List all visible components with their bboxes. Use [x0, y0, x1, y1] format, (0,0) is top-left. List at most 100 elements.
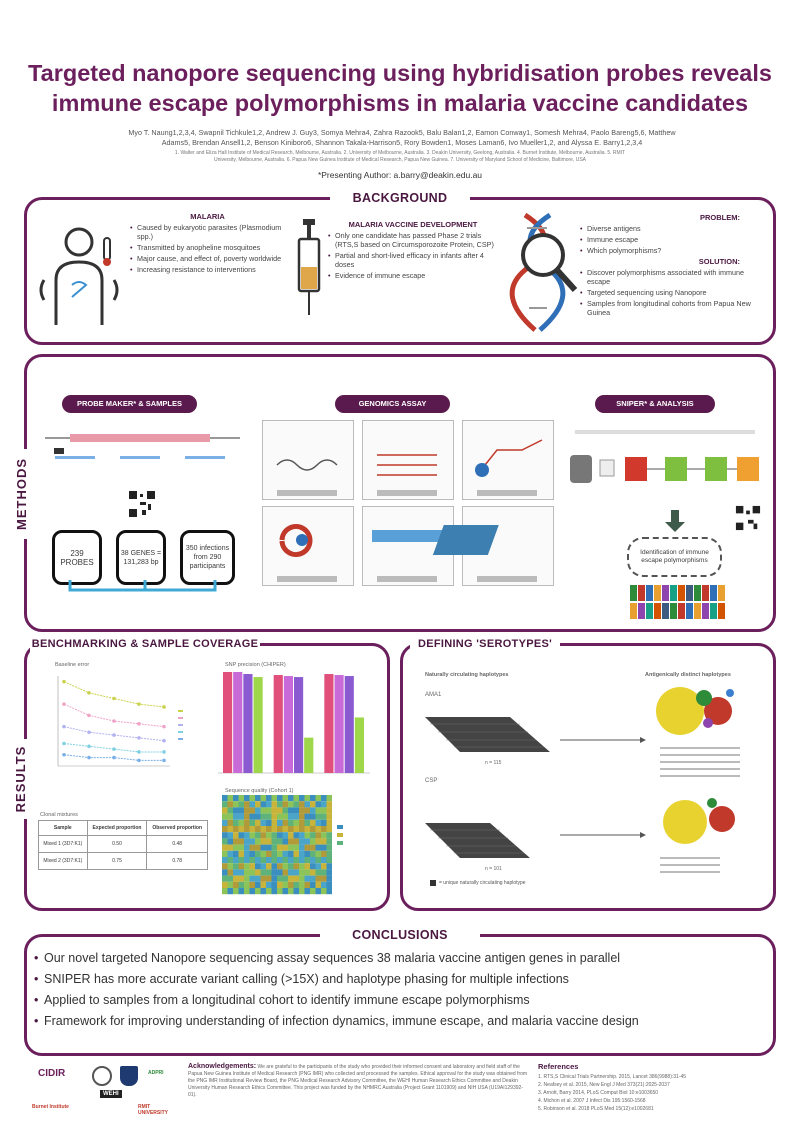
background-heading: BACKGROUND	[330, 188, 470, 208]
haplotype-block	[702, 603, 709, 619]
heatmap-cell	[266, 888, 272, 895]
heatmap-cell	[249, 857, 255, 864]
heatmap-cell	[282, 832, 288, 839]
heatmap-cell	[310, 832, 316, 839]
malaria-item: Increasing resistance to interventions	[130, 265, 285, 274]
heatmap-cell	[233, 801, 239, 808]
heatmap-cell	[233, 826, 239, 833]
affiliations-line-2: University, Melbourne, Australia. 6. Pap…	[213, 157, 587, 163]
solution-item: Samples from longitudinal cohorts from P…	[580, 299, 760, 317]
heatmap-cell	[288, 850, 294, 857]
reference-item: 4. Michon et al. 2007 J Infect Dis 195:1…	[538, 1098, 646, 1104]
data-point	[62, 679, 66, 684]
naturally-circulating-label: Naturally circulating haplotypes	[425, 672, 509, 678]
heatmap-cell	[249, 863, 255, 870]
heatmap-cell	[255, 807, 261, 814]
series-line	[63, 754, 164, 761]
title-line-1: Targeted nanopore sequencing using hybri…	[28, 60, 772, 86]
heatmap-cell	[299, 881, 305, 888]
heatmap-cell	[227, 850, 233, 857]
heatmap-cell	[321, 819, 327, 826]
heatmap-cell	[282, 807, 288, 814]
heatmap-cell	[315, 795, 321, 802]
heatmap-cell	[266, 838, 272, 845]
heatmap-cell	[293, 888, 299, 895]
heatmap-cell	[310, 826, 316, 833]
haplotype-block	[686, 603, 693, 619]
heatmap-cell	[260, 850, 266, 857]
heatmap-cell	[227, 832, 233, 839]
heatmap-cell	[260, 801, 266, 808]
heatmap-cell	[282, 844, 288, 851]
vaccine-item: Partial and short-lived efficacy in infa…	[328, 251, 498, 269]
heatmap-cell	[249, 869, 255, 876]
heatmap-cell	[326, 888, 332, 895]
heatmap-cell	[288, 807, 294, 814]
heatmap-cell	[227, 844, 233, 851]
heatmap-cell	[244, 857, 250, 864]
haplotype-block	[630, 585, 637, 601]
conclusions-heading: CONCLUSIONS	[320, 925, 480, 945]
ama1-bubble-plot	[656, 687, 734, 735]
assay-illustrations	[276, 439, 543, 582]
heatmap-cell	[293, 819, 299, 826]
heatmap-cell	[282, 813, 288, 820]
heatmap-cell	[277, 801, 283, 808]
legend-swatch	[178, 724, 183, 726]
heatmap-cell	[277, 850, 283, 857]
data-point	[162, 705, 166, 709]
heatmap-cell	[238, 850, 244, 857]
data-point	[112, 755, 116, 760]
heatmap-cell	[304, 838, 310, 845]
heatmap-cell	[238, 838, 244, 845]
bar	[243, 674, 253, 773]
heatmap-cell	[271, 813, 277, 820]
heatmap-cell	[293, 807, 299, 814]
identification-box: Identification of immune escape polymorp…	[627, 537, 722, 577]
heatmap-cell	[282, 881, 288, 888]
csp-haplotype-plot	[425, 823, 530, 858]
heatmap-cell	[299, 801, 305, 808]
heatmap-cell	[255, 832, 261, 839]
heatmap-cell	[282, 875, 288, 882]
heatmap-cell	[326, 857, 332, 864]
heatmap-cell	[326, 826, 332, 833]
stat-infections: 350 infections from 290 participants	[180, 530, 235, 585]
heatmap-cell	[255, 857, 261, 864]
heatmap-cell	[293, 875, 299, 882]
heatmap-cell	[277, 813, 283, 820]
heatmap-cell	[277, 807, 283, 814]
haplotype-block	[686, 585, 693, 601]
heatmap-cell	[271, 801, 277, 808]
heatmap-cell	[227, 819, 233, 826]
heatmap-cell	[227, 795, 233, 802]
data-point	[137, 702, 141, 706]
heatmap-cell	[326, 838, 332, 845]
ack-text: We are grateful to the participants of t…	[188, 1064, 528, 1098]
malaria-item: Major cause, and effect of, poverty worl…	[130, 254, 285, 263]
csp-n: n = 101	[485, 866, 502, 872]
heatmap-cell	[222, 801, 228, 808]
heatmap-cell	[255, 863, 261, 870]
heatmap-cell	[233, 875, 239, 882]
haplotype-block	[694, 585, 701, 601]
heatmap-cell	[244, 875, 250, 882]
ama1-n: n = 115	[485, 760, 502, 766]
problem-section: PROBLEM: Diverse antigens Immune escape …	[580, 213, 760, 319]
heatmap-cell	[277, 838, 283, 845]
baseline-error-chart	[57, 676, 183, 767]
heatmap-cell	[293, 795, 299, 802]
heatmap-cell	[282, 826, 288, 833]
heatmap-cell	[304, 844, 310, 851]
problem-title: PROBLEM:	[700, 213, 740, 222]
data-point	[112, 719, 116, 723]
heatmap-cell	[227, 863, 233, 870]
heatmap-cell	[315, 869, 321, 876]
haplotype-block	[662, 585, 669, 601]
heatmap-cell	[326, 881, 332, 888]
heatmap-cell	[233, 850, 239, 857]
reference-item: 5. Robinson et al. 2018 PLoS Med 15(12):…	[538, 1106, 654, 1112]
authors-line-2: Adams5, Brendan Ansell1,2, Benson Kinibo…	[161, 138, 643, 147]
data-point	[62, 752, 66, 757]
heatmap-cell	[304, 819, 310, 826]
